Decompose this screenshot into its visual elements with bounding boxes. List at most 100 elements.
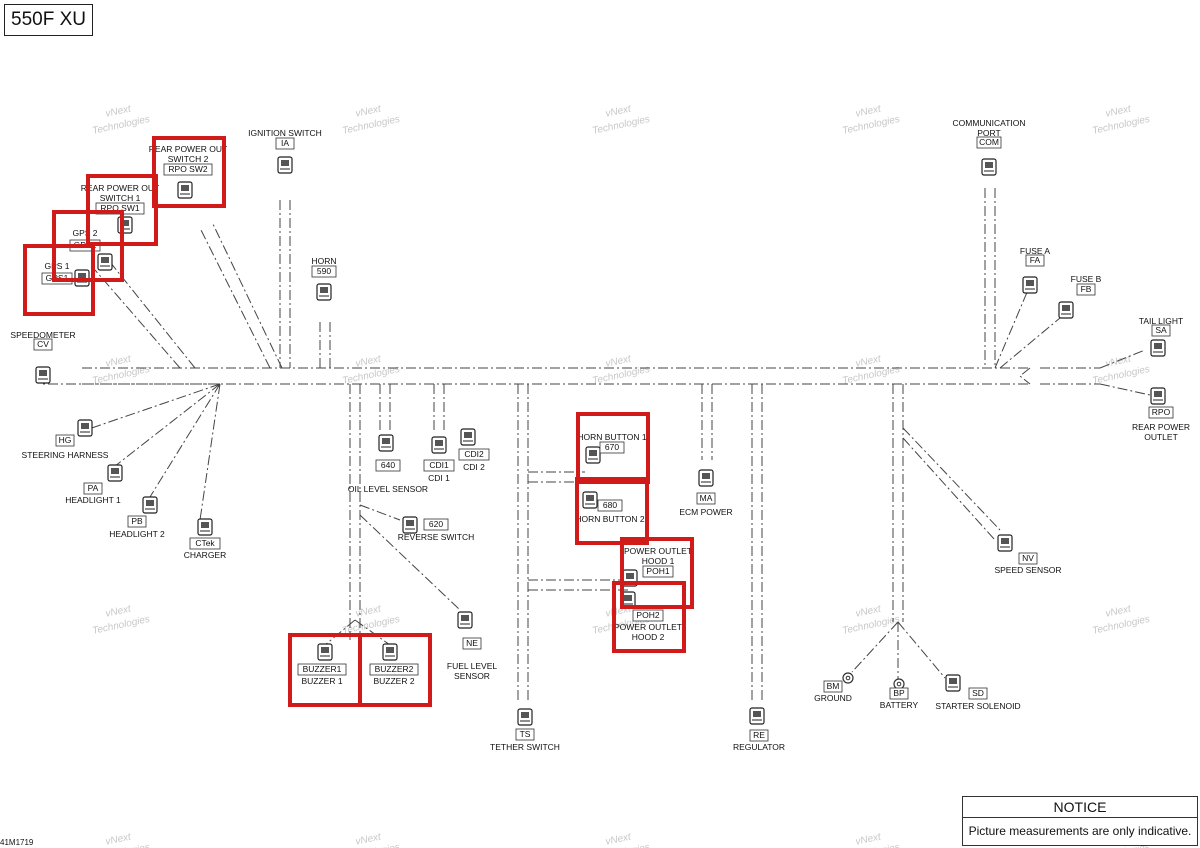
svg-text:Technologies: Technologies [841,114,901,137]
connector-plug-icon [997,534,1013,552]
svg-text:vNext: vNext [855,103,883,119]
svg-text:vNext: vNext [1105,353,1133,369]
highlight-box [358,633,432,707]
notice-text: Picture measurements are only indicative… [968,824,1192,838]
connector-code: HG [55,434,75,447]
svg-text:640: 640 [381,460,395,470]
connector-code: FA [1025,254,1045,267]
notice-heading: NOTICE [963,797,1197,818]
connector-code: POH1 [642,565,674,578]
svg-text:vNext: vNext [355,831,383,847]
connector-label: TAIL LIGHT [1139,316,1183,326]
connector-plug-icon [77,419,93,437]
svg-text:vNext: vNext [855,831,883,847]
connector-code: BUZZER1 [297,663,347,676]
connector-label: FUSE A [1020,246,1051,256]
connector-label: STARTER SOLENOID [935,701,1020,711]
connector-label: CDI 1 [428,473,450,483]
svg-text:vNext: vNext [605,353,633,369]
connector-code: NV [1018,552,1038,565]
connector-plug-icon [431,436,447,454]
connector-code: FB [1076,283,1096,296]
highlight-box [152,136,226,208]
svg-text:vNext: vNext [855,603,883,619]
svg-text:Technologies: Technologies [591,364,651,387]
svg-text:RPO: RPO [1152,407,1171,417]
connector-plug-icon [582,491,598,509]
svg-text:NE: NE [466,638,478,648]
connector-label: SPEEDOMETER [10,330,75,340]
connector-plug-icon [197,518,213,536]
watermark-layer: vNextTechnologiesvNextTechnologiesvNextT… [91,103,1151,848]
connector-code: COM [976,136,1002,149]
svg-text:vNext: vNext [105,603,133,619]
connector-label: FUSE B [1071,274,1102,284]
connector-code: MA [696,492,716,505]
svg-text:Technologies: Technologies [91,364,151,387]
svg-text:HG: HG [59,435,72,445]
svg-text:vNext: vNext [105,103,133,119]
ring-terminal-icon [893,678,905,690]
connector-label: STEERING HARNESS [22,450,109,460]
svg-text:Technologies: Technologies [841,364,901,387]
connector-code: 590 [311,265,337,278]
connector-label: TETHER SWITCH [490,742,560,752]
harness-wires [40,188,1151,700]
svg-text:670: 670 [605,442,619,452]
notice-box: NOTICE Picture measurements are only ind… [962,796,1198,846]
connector-code: CTek [189,537,221,550]
svg-text:SD: SD [972,688,984,698]
connector-code: RPO SW2 [163,163,213,176]
connector-plug-icon [142,496,158,514]
svg-text:CTek: CTek [195,538,215,548]
connector-plug-icon [316,283,332,301]
svg-text:Technologies: Technologies [91,114,151,137]
svg-text:Technologies: Technologies [1091,614,1151,637]
connector-code: NE [462,637,482,650]
connector-code: IA [275,137,295,150]
svg-text:COM: COM [979,137,999,147]
connector-code: SA [1151,324,1171,337]
svg-text:Technologies: Technologies [91,614,151,637]
svg-text:Technologies: Technologies [1091,114,1151,137]
connector-plug-icon [585,446,601,464]
svg-text:IA: IA [281,138,289,148]
connector-plug-icon [517,708,533,726]
svg-text:BP: BP [893,688,905,698]
connector-label: REVERSE SWITCH [398,532,475,542]
connector-label: BATTERY [880,700,919,710]
connector-code: RPO [1148,406,1174,419]
connector-label: OIL LEVEL SENSOR [348,484,428,494]
diagram-title: 550F XU [4,4,93,36]
connector-code: PA [83,482,103,495]
svg-text:620: 620 [429,519,443,529]
svg-text:CDI1: CDI1 [429,460,449,470]
highlight-box [576,412,650,484]
svg-text:vNext: vNext [355,353,383,369]
connector-label: HORN BUTTON 1 [577,432,647,442]
svg-text:RPO SW2: RPO SW2 [168,164,207,174]
connector-label: ECM POWER [679,507,732,517]
svg-text:BM: BM [827,681,840,691]
connector-code: 620 [423,518,449,531]
connector-label: SPEED SENSOR [994,565,1061,575]
connector-code: TS [515,728,535,741]
connector-code: BM [823,680,843,693]
highlight-box [23,244,95,316]
svg-text:Technologies: Technologies [591,114,651,137]
svg-text:680: 680 [603,500,617,510]
svg-text:Technologies: Technologies [841,614,901,637]
svg-text:vNext: vNext [105,353,133,369]
